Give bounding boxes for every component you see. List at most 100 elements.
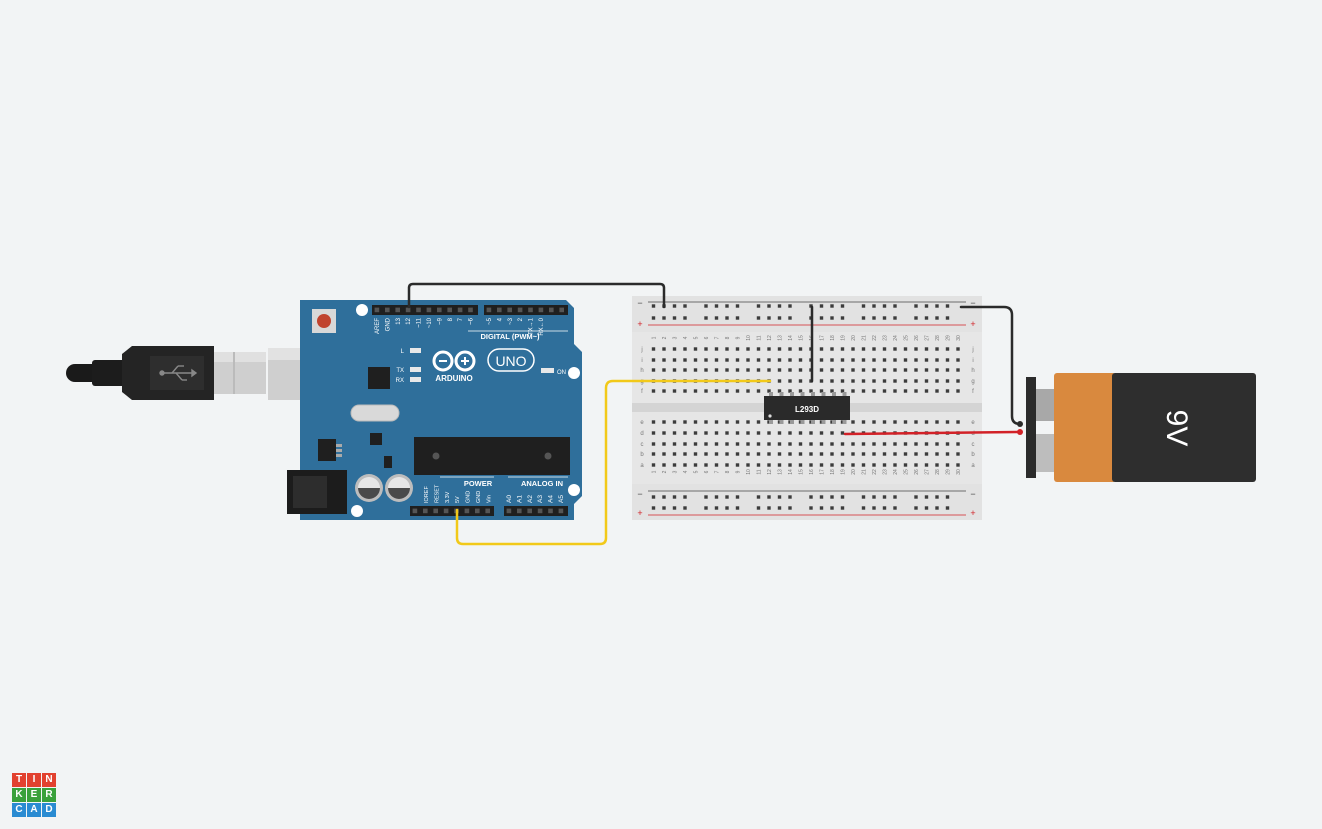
breadboard-hole[interactable] [861,368,866,372]
breadboard-hole[interactable] [861,358,866,362]
breadboard-hole[interactable] [735,463,740,467]
breadboard-hole[interactable] [872,358,876,362]
rail-hole[interactable] [809,495,813,499]
header-pin[interactable] [374,307,380,313]
rail-hole[interactable] [935,316,939,320]
rail-hole[interactable] [830,506,834,510]
rail-hole[interactable] [735,304,740,308]
breadboard-hole[interactable] [935,442,939,446]
breadboard-hole[interactable] [861,347,866,351]
breadboard-hole[interactable] [903,420,908,424]
breadboard-hole[interactable] [756,431,761,435]
rail-hole[interactable] [651,506,656,510]
header-pin[interactable] [538,307,544,313]
header-pin[interactable] [537,508,543,514]
rail-hole[interactable] [683,495,687,499]
rail-hole[interactable] [735,316,740,320]
breadboard-hole[interactable] [672,358,677,362]
breadboard-hole[interactable] [914,463,918,467]
rail-hole[interactable] [704,304,708,308]
breadboard-hole[interactable] [788,431,792,435]
breadboard-hole[interactable] [672,442,677,446]
breadboard-hole[interactable] [693,389,698,393]
breadboard-hole[interactable] [777,389,782,393]
breadboard-hole[interactable] [651,358,656,362]
breadboard-hole[interactable] [956,368,960,372]
header-pin[interactable] [507,307,512,313]
breadboard-hole[interactable] [945,420,950,424]
breadboard-hole[interactable] [935,358,939,362]
breadboard-hole[interactable] [735,347,740,351]
breadboard-hole[interactable] [704,358,708,362]
breadboard-hole[interactable] [662,347,666,351]
breadboard-hole[interactable] [935,463,939,467]
breadboard-hole[interactable] [777,442,782,446]
breadboard-hole[interactable] [903,368,908,372]
header-pin[interactable] [468,307,473,313]
rail-hole[interactable] [767,506,771,510]
breadboard-hole[interactable] [672,431,677,435]
rail-hole[interactable] [924,506,929,510]
rail-hole[interactable] [893,316,897,320]
breadboard-hole[interactable] [840,389,845,393]
breadboard-hole[interactable] [956,463,960,467]
breadboard-hole[interactable] [725,431,729,435]
breadboard-hole[interactable] [767,431,771,435]
breadboard-hole[interactable] [725,420,729,424]
breadboard-hole[interactable] [914,442,918,446]
rail-hole[interactable] [767,495,771,499]
breadboard-hole[interactable] [725,347,729,351]
header-pin[interactable] [485,508,490,514]
header-pin[interactable] [426,307,432,313]
breadboard-hole[interactable] [788,358,792,362]
rail-hole[interactable] [882,495,887,499]
breadboard-hole[interactable] [798,368,803,372]
breadboard-hole[interactable] [924,358,929,362]
breadboard-hole[interactable] [746,368,750,372]
breadboard-hole[interactable] [798,442,803,446]
rail-hole[interactable] [756,495,761,499]
breadboard-hole[interactable] [809,463,813,467]
breadboard-hole[interactable] [924,379,929,383]
breadboard-hole[interactable] [893,358,897,362]
breadboard-hole[interactable] [714,368,719,372]
breadboard-hole[interactable] [746,389,750,393]
breadboard-hole[interactable] [809,442,813,446]
rail-hole[interactable] [945,304,950,308]
rail-hole[interactable] [809,304,813,308]
breadboard-hole[interactable] [788,452,792,456]
breadboard-hole[interactable] [735,368,740,372]
breadboard-hole[interactable] [851,420,855,424]
wire-black-gnd-to-breadboard[interactable] [407,282,666,309]
breadboard-hole[interactable] [893,463,897,467]
breadboard-hole[interactable] [693,420,698,424]
breadboard-hole[interactable] [683,368,687,372]
rail-hole[interactable] [830,495,834,499]
header-pin[interactable] [549,307,554,313]
breadboard-hole[interactable] [851,452,855,456]
breadboard-hole[interactable] [830,463,834,467]
rail-hole[interactable] [683,506,687,510]
rail-hole[interactable] [714,495,719,499]
rail-hole[interactable] [830,304,834,308]
breadboard-hole[interactable] [662,463,666,467]
breadboard-hole[interactable] [819,389,824,393]
breadboard-hole[interactable] [662,442,666,446]
breadboard-hole[interactable] [830,368,834,372]
rail-hole[interactable] [725,495,729,499]
rail-hole[interactable] [777,506,782,510]
header-pin[interactable] [447,307,452,313]
breadboard-hole[interactable] [903,389,908,393]
breadboard-hole[interactable] [777,463,782,467]
breadboard-hole[interactable] [735,442,740,446]
breadboard-hole[interactable] [945,347,950,351]
header-pin[interactable] [433,508,438,514]
breadboard-hole[interactable] [693,358,698,362]
breadboard-hole[interactable] [851,379,855,383]
rail-hole[interactable] [777,316,782,320]
breadboard-hole[interactable] [683,442,687,446]
header-pin[interactable] [395,307,400,313]
header-pin[interactable] [405,307,411,313]
rail-hole[interactable] [756,304,761,308]
breadboard-hole[interactable] [893,420,897,424]
